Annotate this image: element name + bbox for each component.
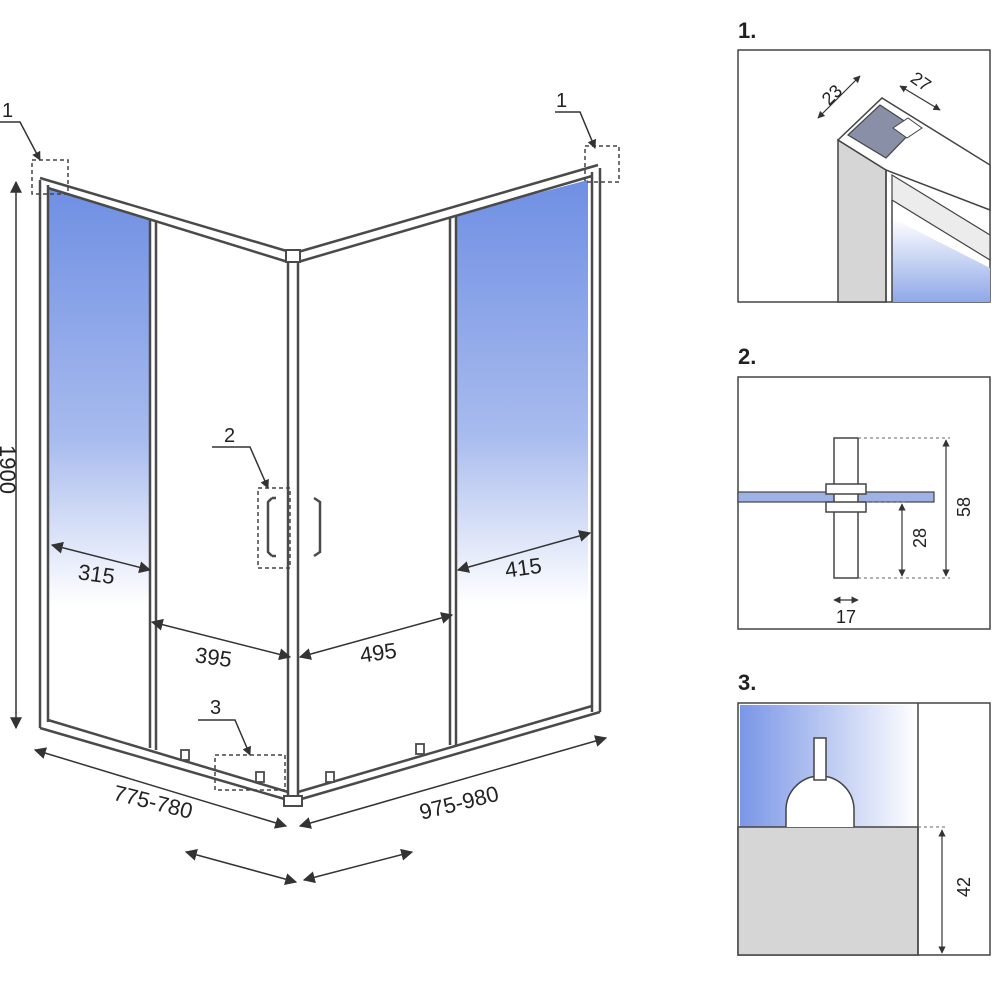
- detail-2-title: 2.: [738, 344, 756, 369]
- callout-leaders: [0, 111, 597, 756]
- callout-label-3: 3: [210, 697, 221, 719]
- detail-1-title: 1.: [738, 18, 756, 43]
- callout-label-2: 2: [224, 425, 235, 447]
- width-right-fixed: 415: [503, 553, 543, 583]
- base-dimensions: [33, 735, 608, 885]
- detail-2-dim-width: 17: [836, 607, 856, 627]
- height-label: 1900: [0, 445, 20, 494]
- callout-label-1-right: 1: [556, 90, 567, 112]
- detail-2-dim-height: 58: [954, 497, 974, 517]
- corner-foot: [283, 795, 303, 807]
- base-left-label: 775-780: [111, 780, 195, 824]
- detail-3-dim-height: 42: [954, 877, 974, 897]
- detail-3: 3.: [737, 670, 991, 956]
- left-fixed-glass: [48, 188, 150, 745]
- enclosure: [38, 163, 602, 807]
- corner-cap: [285, 249, 301, 263]
- width-left-fixed: 315: [77, 559, 117, 589]
- base-right-label: 975-980: [417, 781, 501, 825]
- detail-3-title: 3.: [738, 670, 756, 695]
- detail-2: 2.: [737, 344, 991, 630]
- right-fixed-glass: [455, 180, 588, 745]
- detail-1: 1.: [737, 18, 991, 303]
- callout-label-1-left: 1: [2, 100, 13, 122]
- width-right-door: 495: [358, 638, 398, 668]
- detail-2-dim-half: 28: [910, 528, 930, 548]
- right-handle: [313, 496, 322, 558]
- left-handle: [266, 497, 273, 557]
- width-left-door: 395: [194, 642, 234, 672]
- width-dimensions: [50, 530, 592, 661]
- door-handles: [266, 496, 322, 558]
